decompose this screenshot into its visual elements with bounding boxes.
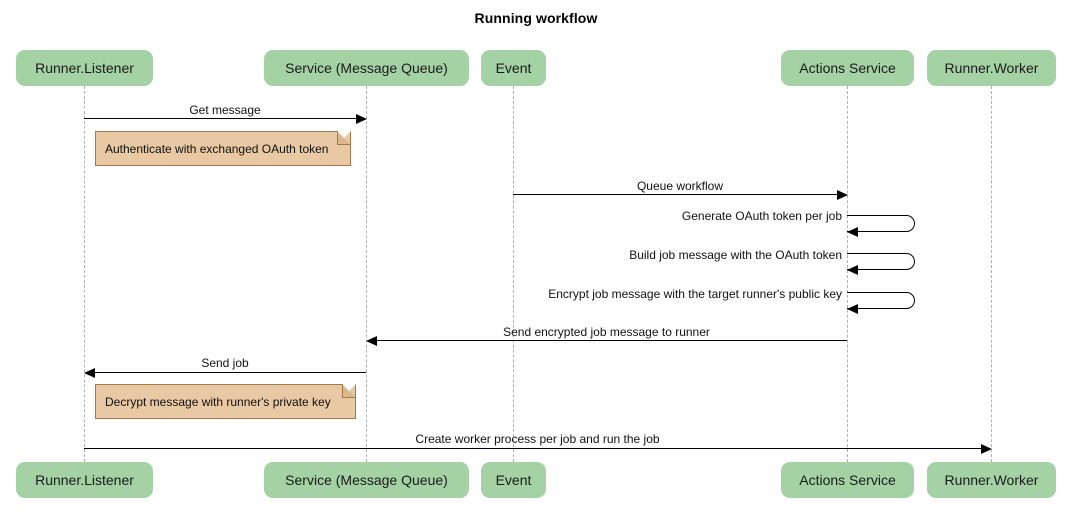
participant-runner-worker-top[interactable]: Runner.Worker: [927, 50, 1056, 86]
participant-event-bottom[interactable]: Event: [481, 462, 546, 498]
participant-event-top[interactable]: Event: [481, 50, 546, 86]
participant-service-message-queue-bottom[interactable]: Service (Message Queue): [264, 462, 469, 498]
arrowhead-create-worker-process-per-job: [981, 444, 992, 454]
arrowhead-send-job: [84, 368, 95, 378]
lifeline-service-message-queue: [366, 86, 367, 462]
message-label-build-job-message-with-oauth-token: Build job message with the OAuth token: [629, 248, 842, 262]
self-loop-encrypt-job-message-target-runner-public-key: [847, 292, 915, 309]
lifeline-runner-listener: [84, 86, 85, 462]
message-label-get-message: Get message: [189, 103, 261, 117]
participant-service-message-queue-top[interactable]: Service (Message Queue): [264, 50, 469, 86]
message-label-send-job: Send job: [201, 356, 249, 370]
message-label-generate-oauth-token-per-job: Generate OAuth token per job: [681, 209, 842, 223]
arrowhead-queue-workflow: [837, 190, 848, 200]
message-line-send-encrypted-job-message-to-runner: [375, 340, 847, 341]
note-decrypt-message-with-runners-private-key: Decrypt message with runner's private ke…: [95, 384, 356, 419]
lifeline-runner-worker: [991, 86, 992, 462]
message-label-queue-workflow: Queue workflow: [636, 179, 724, 193]
message-line-queue-workflow: [513, 194, 838, 195]
arrowhead-encrypt-job-message-target-runner-public-key: [847, 304, 858, 314]
message-label-encrypt-job-message-target-runner-public-key: Encrypt job message with the target runn…: [548, 287, 842, 301]
participant-runner-worker-bottom[interactable]: Runner.Worker: [927, 462, 1056, 498]
self-loop-generate-oauth-token-per-job: [847, 215, 915, 232]
message-label-send-encrypted-job-message-to-runner: Send encrypted job message to runner: [503, 325, 710, 339]
note-authenticate-with-exchanged-oauth-token: Authenticate with exchanged OAuth token: [95, 131, 351, 166]
message-line-get-message: [84, 118, 357, 119]
arrowhead-get-message: [356, 114, 367, 124]
arrowhead-build-job-message-with-oauth-token: [847, 265, 858, 275]
lifeline-event: [513, 86, 514, 462]
message-label-create-worker-process-per-job: Create worker process per job and run th…: [415, 432, 660, 446]
arrowhead-send-encrypted-job-message-to-runner: [366, 336, 377, 346]
self-loop-build-job-message-with-oauth-token: [847, 253, 915, 270]
page-title: Running workflow: [474, 10, 598, 26]
note-label-decrypt-message-with-runners-private-key: Decrypt message with runner's private ke…: [105, 394, 331, 409]
participant-actions-service-bottom[interactable]: Actions Service: [781, 462, 914, 498]
arrowhead-generate-oauth-token-per-job: [847, 227, 858, 237]
participant-actions-service-top[interactable]: Actions Service: [781, 50, 914, 86]
message-line-create-worker-process-per-job: [84, 448, 982, 449]
note-label-authenticate-with-exchanged-oauth-token: Authenticate with exchanged OAuth token: [105, 141, 329, 156]
message-line-send-job: [93, 372, 366, 373]
participant-runner-listener-top[interactable]: Runner.Listener: [16, 50, 153, 86]
participant-runner-listener-bottom[interactable]: Runner.Listener: [16, 462, 153, 498]
